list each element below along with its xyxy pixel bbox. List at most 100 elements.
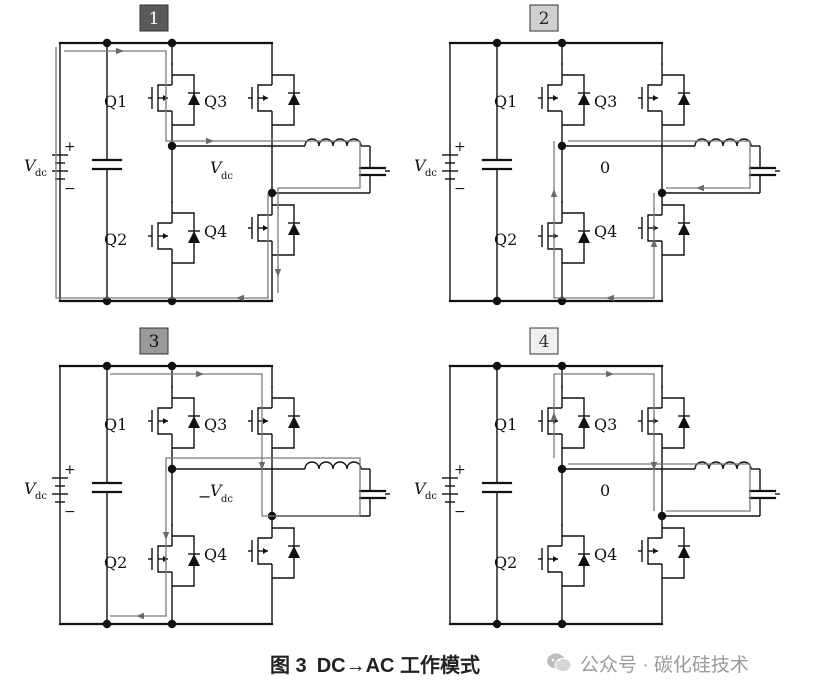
dc-link-capacitor — [91, 43, 123, 301]
mosfet-q2: Q2 — [104, 524, 200, 598]
voltage-value: V — [210, 158, 223, 177]
current-arrow — [236, 294, 244, 302]
switch-label: Q2 — [104, 553, 127, 572]
current-arrow — [650, 239, 658, 247]
voltage-value: 0 — [600, 481, 610, 500]
diode-icon — [188, 93, 200, 105]
mosfet-q3: Q3 — [594, 386, 690, 460]
badge-number: 2 — [539, 9, 550, 29]
switch-label: Q3 — [204, 415, 227, 434]
junction-dot — [557, 38, 567, 48]
switch-label: Q1 — [104, 92, 127, 111]
current-arrow — [162, 532, 170, 540]
minus-sign: − — [64, 181, 76, 197]
mosfet-q3: Q3 — [594, 63, 690, 137]
switch-label: Q1 — [104, 415, 127, 434]
output-voltage: 0 — [600, 481, 610, 500]
mosfet-body-arrow — [263, 225, 268, 231]
dc-link-capacitor — [91, 366, 123, 624]
figure-title: DC→AC 工作模式 — [316, 654, 481, 677]
mosfet-body-arrow — [553, 95, 558, 101]
inductor-icon — [694, 461, 752, 470]
current-arrow — [274, 269, 282, 277]
current-arrow — [196, 370, 204, 378]
minus-sign: − — [454, 504, 466, 520]
diode-icon — [188, 554, 200, 566]
mode-badge: 1 — [139, 4, 169, 32]
vdc-subscript: dc — [425, 491, 437, 502]
vdc-label: V — [24, 479, 37, 498]
switch-label: Q1 — [494, 415, 517, 434]
junction-dot — [102, 38, 112, 48]
switch-label: Q4 — [204, 545, 227, 564]
output-filter — [562, 138, 780, 194]
badge-number: 1 — [149, 9, 160, 29]
mosfet-q2: Q2 — [104, 201, 200, 275]
current-arrow — [550, 189, 558, 197]
inductor-icon — [304, 461, 362, 470]
mosfet-body-arrow — [163, 418, 168, 424]
mosfet-q1: Q1 — [104, 63, 200, 137]
switch-label: Q4 — [204, 222, 227, 241]
diode-icon — [288, 546, 300, 558]
figure-caption: 图 3 DC→AC 工作模式 — [270, 646, 480, 680]
diode-icon — [288, 416, 300, 428]
output-voltage: 0 — [600, 158, 610, 177]
current-path — [55, 47, 361, 302]
vdc-label: V — [414, 479, 427, 498]
watermark: 公众号 · 碳化硅技术 — [546, 648, 749, 678]
voltage-value: 0 — [600, 158, 610, 177]
junction-dot — [492, 619, 502, 629]
watermark-text: 公众号 · 碳化硅技术 — [580, 654, 749, 676]
junction-dot — [557, 361, 567, 371]
junction-dot — [102, 619, 112, 629]
switch-label: Q2 — [104, 230, 127, 249]
mosfet-q3: Q3 — [204, 63, 300, 137]
voltage-value: V — [210, 481, 223, 500]
mosfet-q2: Q2 — [494, 524, 590, 598]
current-arrow — [650, 462, 658, 470]
voltage-subscript: dc — [221, 171, 233, 182]
switch-label: Q3 — [204, 92, 227, 111]
mosfet-body-arrow — [263, 95, 268, 101]
dc-link-capacitor — [481, 43, 513, 301]
mosfet-q1: Q1 — [494, 63, 590, 137]
diode-icon — [678, 223, 690, 235]
mosfet-q2: Q2 — [494, 201, 590, 275]
current-arrow — [696, 184, 704, 192]
mosfet-q4: Q4 — [594, 516, 690, 590]
diode-icon — [678, 93, 690, 105]
mosfet-body-arrow — [553, 556, 558, 562]
diode-icon — [188, 231, 200, 243]
junction-dot — [492, 38, 502, 48]
current-path — [550, 140, 751, 302]
junction-dot — [167, 296, 177, 306]
vdc-subscript: dc — [425, 168, 437, 179]
current-path — [550, 370, 751, 512]
mosfet-q3: Q3 — [204, 386, 300, 460]
figure-number: 图 3 — [270, 654, 307, 677]
diode-icon — [678, 546, 690, 558]
junction-dot — [492, 296, 502, 306]
junction-dot — [102, 361, 112, 371]
switch-label: Q2 — [494, 230, 517, 249]
mosfet-body-arrow — [653, 548, 658, 554]
switch-label: Q4 — [594, 545, 617, 564]
mosfet-body-arrow — [653, 95, 658, 101]
vdc-subscript: dc — [35, 491, 47, 502]
output-filter — [172, 138, 390, 194]
plus-sign: + — [454, 139, 466, 155]
current-arrow — [606, 370, 614, 378]
mode-badge: 4 — [529, 327, 559, 355]
voltage-subscript: dc — [221, 494, 233, 505]
mosfet-body-arrow — [263, 548, 268, 554]
